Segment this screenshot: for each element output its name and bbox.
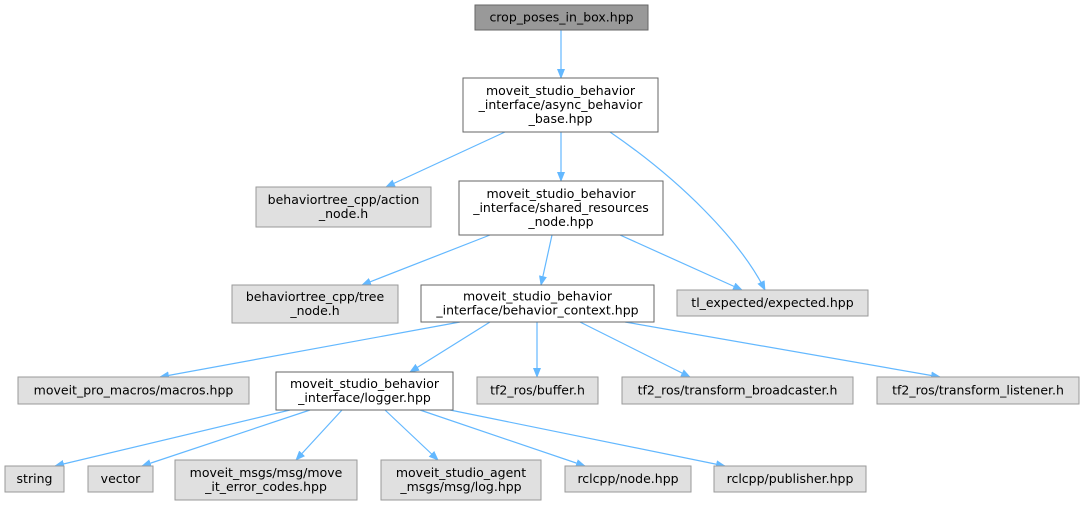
node-action_node[interactable]: behaviortree_cpp/action_node.h (255, 186, 432, 228)
node-buffer[interactable]: tf2_ros/buffer.h (476, 376, 599, 405)
edge-context-listener (624, 321, 941, 380)
node-error_codes[interactable]: moveit_msgs/msg/move_it_error_codes.hpp (174, 459, 358, 501)
node-label-line: _node.h (289, 303, 339, 318)
node-box (17, 376, 250, 405)
node-label-line: moveit_msgs/msg/move (190, 465, 343, 480)
node-root[interactable]: crop_poses_in_box.hpp (474, 4, 649, 31)
node-tree_node[interactable]: behaviortree_cpp/tree_node.h (231, 284, 399, 324)
node-context[interactable]: moveit_studio_behavior_interface/behavio… (420, 284, 655, 323)
edge-logger-publisher (449, 409, 726, 469)
edge-logger-string (54, 409, 291, 468)
node-broadcaster[interactable]: tf2_ros/transform_broadcaster.h (621, 376, 854, 405)
node-label-line: _interface/shared_resources (472, 200, 649, 215)
node-label-line: behaviortree_cpp/action (268, 192, 420, 207)
edge-shared-context (539, 234, 553, 286)
node-box (255, 186, 432, 228)
node-async[interactable]: moveit_studio_behavior_interface/async_b… (462, 77, 659, 133)
node-label-line: vector (101, 471, 142, 486)
node-label-line: _node.h (318, 206, 368, 221)
node-box (621, 376, 854, 405)
node-box (713, 465, 867, 493)
node-label-line: rclcpp/publisher.hpp (727, 471, 854, 486)
edge-async-action_node (385, 131, 506, 188)
node-label-line: moveit_studio_agent (396, 465, 526, 480)
node-string[interactable]: string (4, 465, 65, 493)
edge-async-expected (609, 131, 766, 291)
edge-context-logger (409, 321, 491, 373)
edge-shared-expected (619, 234, 743, 291)
node-box (676, 289, 869, 317)
node-box (275, 371, 454, 411)
node-box (380, 459, 542, 501)
edge-logger-rclcpp_node (419, 409, 586, 467)
node-box (231, 284, 399, 324)
node-box (458, 180, 664, 236)
node-label-line: tl_expected/expected.hpp (691, 295, 853, 310)
node-box (476, 376, 599, 405)
node-label-line: tf2_ros/buffer.h (490, 383, 585, 398)
node-label-line: _it_error_codes.hpp (204, 479, 327, 494)
node-label-line: moveit_studio_behavior (463, 289, 613, 304)
node-box (462, 77, 659, 133)
node-logger[interactable]: moveit_studio_behavior_interface/logger.… (275, 371, 454, 411)
nodes-layer: crop_poses_in_box.hpp moveit_studio_behav… (4, 4, 1080, 501)
node-rclcpp_node[interactable]: rclcpp/node.hpp (564, 465, 692, 493)
node-label-line: _interface/async_behavior (478, 97, 644, 112)
node-label-line: moveit_studio_behavior (486, 83, 636, 98)
edge-context-broadcaster (579, 321, 691, 378)
edge-logger-error_codes (295, 409, 343, 461)
node-box (4, 465, 65, 493)
node-label-line: crop_poses_in_box.hpp (489, 10, 633, 25)
node-label-line: behaviortree_cpp/tree (246, 289, 385, 304)
node-box (174, 459, 358, 501)
node-shared[interactable]: moveit_studio_behavior_interface/shared_… (458, 180, 664, 236)
node-box (420, 284, 655, 323)
edge-logger-vector (141, 409, 311, 467)
edge-shared-tree_node (361, 234, 491, 286)
node-label-line: rclcpp/node.hpp (577, 471, 678, 486)
node-box (87, 465, 154, 493)
node-listener[interactable]: tf2_ros/transform_listener.h (876, 376, 1080, 405)
node-label-line: moveit_studio_behavior (290, 376, 440, 391)
node-log[interactable]: moveit_studio_agent_msgs/msg/log.hpp (380, 459, 542, 501)
node-label-line: moveit_studio_behavior (486, 186, 636, 201)
node-label-line: string (17, 471, 53, 486)
node-label-line: _interface/behavior_context.hpp (435, 303, 638, 318)
node-label-line: tf2_ros/transform_listener.h (892, 383, 1064, 398)
node-expected[interactable]: tl_expected/expected.hpp (676, 289, 869, 317)
node-label-line: moveit_pro_macros/macros.hpp (34, 383, 234, 398)
node-box (474, 4, 649, 31)
edge-logger-log (384, 409, 439, 461)
node-box (564, 465, 692, 493)
node-macros[interactable]: moveit_pro_macros/macros.hpp (17, 376, 250, 405)
node-label-line: _msgs/msg/log.hpp (399, 479, 521, 494)
node-publisher[interactable]: rclcpp/publisher.hpp (713, 465, 867, 493)
edge-context-macros (159, 321, 461, 380)
node-box (876, 376, 1080, 405)
node-label-line: tf2_ros/transform_broadcaster.h (638, 383, 838, 398)
node-label-line: _base.hpp (528, 111, 593, 126)
node-label-line: _node.hpp (527, 214, 593, 229)
node-label-line: _interface/logger.hpp (297, 390, 431, 405)
edges-layer (54, 30, 941, 469)
node-vector[interactable]: vector (87, 465, 154, 493)
